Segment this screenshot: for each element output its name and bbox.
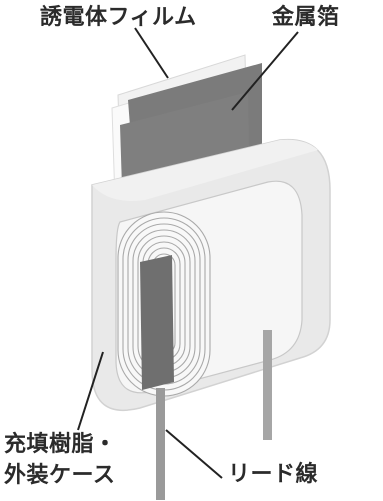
leader-line-film	[135, 28, 168, 78]
label-filling-resin-line2: 外装ケース	[4, 460, 117, 491]
lead-wire-front	[156, 388, 165, 500]
label-dielectric-film: 誘電体フィルム	[40, 4, 197, 32]
label-filling-resin-line1: 充填樹脂・	[4, 429, 117, 460]
label-lead-wire: リード線	[228, 461, 318, 489]
label-filling-resin-case: 充填樹脂・ 外装ケース	[4, 429, 117, 491]
electrode-tab	[140, 255, 174, 390]
lead-wire-back	[263, 330, 272, 440]
label-metal-foil: 金属箔	[272, 4, 340, 32]
leader-line-lead	[166, 430, 222, 478]
